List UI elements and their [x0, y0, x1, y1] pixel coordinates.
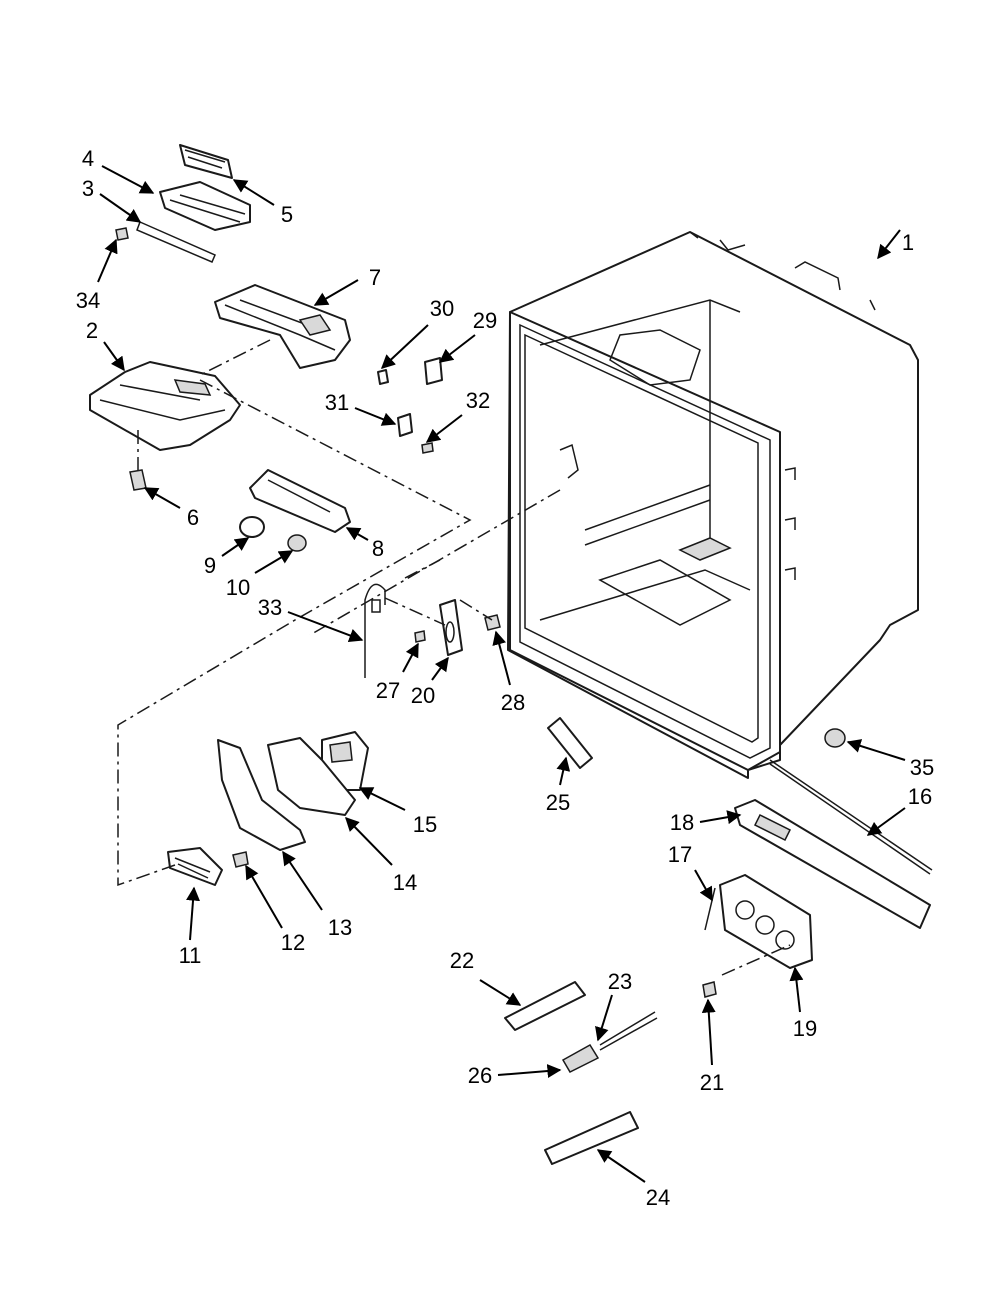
callout-16: 16	[908, 784, 932, 809]
part-26-connector	[561, 1043, 600, 1073]
part-14-housing	[267, 737, 356, 816]
callout-27: 27	[376, 678, 400, 703]
part-4-control-housing	[159, 181, 251, 231]
part-2-light-housing	[89, 361, 241, 451]
callout-30: 30	[430, 296, 454, 321]
assembly-guide-lines	[117, 339, 791, 976]
callout-18: 18	[670, 810, 694, 835]
callout-leaders	[97, 165, 906, 1183]
callout-19: 19	[793, 1016, 817, 1041]
part-32-nut	[421, 442, 434, 454]
part-13-cover	[217, 739, 306, 851]
callout-21: 21	[700, 1070, 724, 1095]
part-35-bumper	[824, 728, 846, 748]
part-33-tube	[364, 583, 386, 678]
part-27-nut	[414, 630, 426, 643]
callout-9: 9	[204, 553, 216, 578]
callout-3: 3	[82, 176, 94, 201]
part-5-bracket	[179, 144, 233, 179]
callout-28: 28	[501, 690, 525, 715]
callout-20: 20	[411, 683, 435, 708]
callout-labels: 1 2 3 4 5 6 7 8 9 10 11 12 13 14 15 16 1…	[76, 146, 934, 1210]
callout-26: 26	[468, 1063, 492, 1088]
part-24-track	[544, 1111, 639, 1165]
callout-8: 8	[372, 536, 384, 561]
callout-11: 11	[179, 943, 202, 968]
part-1-cabinet-liner	[507, 231, 919, 779]
part-25-tube	[547, 717, 593, 769]
part-16-rod	[769, 759, 933, 875]
callout-7: 7	[369, 265, 381, 290]
part-17-screw	[704, 887, 716, 931]
part-19-bracket	[719, 874, 813, 969]
part-34-clip	[115, 227, 129, 241]
callout-13: 13	[328, 915, 352, 940]
part-7-air-duct-cover	[214, 284, 351, 369]
part-6-socket	[129, 469, 147, 491]
callout-15: 15	[413, 812, 437, 837]
part-29-bracket	[424, 357, 443, 385]
part-20-hinge	[439, 599, 463, 656]
callout-17: 17	[668, 842, 692, 867]
part-31-hinge-clip	[397, 413, 413, 437]
part-10-socket	[287, 534, 307, 552]
callout-12: 12	[281, 930, 305, 955]
callout-14: 14	[393, 870, 417, 895]
callout-5: 5	[281, 202, 293, 227]
part-9-bulb	[239, 516, 265, 538]
callout-6: 6	[187, 505, 199, 530]
callout-32: 32	[466, 388, 490, 413]
callout-2: 2	[86, 318, 98, 343]
callout-4: 4	[82, 146, 94, 171]
callout-23: 23	[608, 969, 632, 994]
callout-34: 34	[76, 288, 100, 313]
part-21-screw	[702, 981, 717, 998]
callout-25: 25	[546, 790, 570, 815]
part-23-wire	[599, 1011, 658, 1051]
part-22-bracket	[504, 981, 586, 1031]
callout-1: 1	[902, 230, 914, 255]
callout-10: 10	[226, 575, 250, 600]
callout-22: 22	[450, 948, 474, 973]
callout-29: 29	[473, 308, 497, 333]
part-3-strip	[136, 220, 216, 263]
part-11-grille	[167, 847, 223, 886]
part-8-lens	[249, 469, 351, 533]
callout-31: 31	[325, 390, 349, 415]
callout-24: 24	[646, 1185, 670, 1210]
callout-35: 35	[910, 755, 934, 780]
part-12-screw	[232, 851, 249, 868]
callout-33: 33	[258, 595, 282, 620]
part-30-clip	[377, 369, 389, 385]
